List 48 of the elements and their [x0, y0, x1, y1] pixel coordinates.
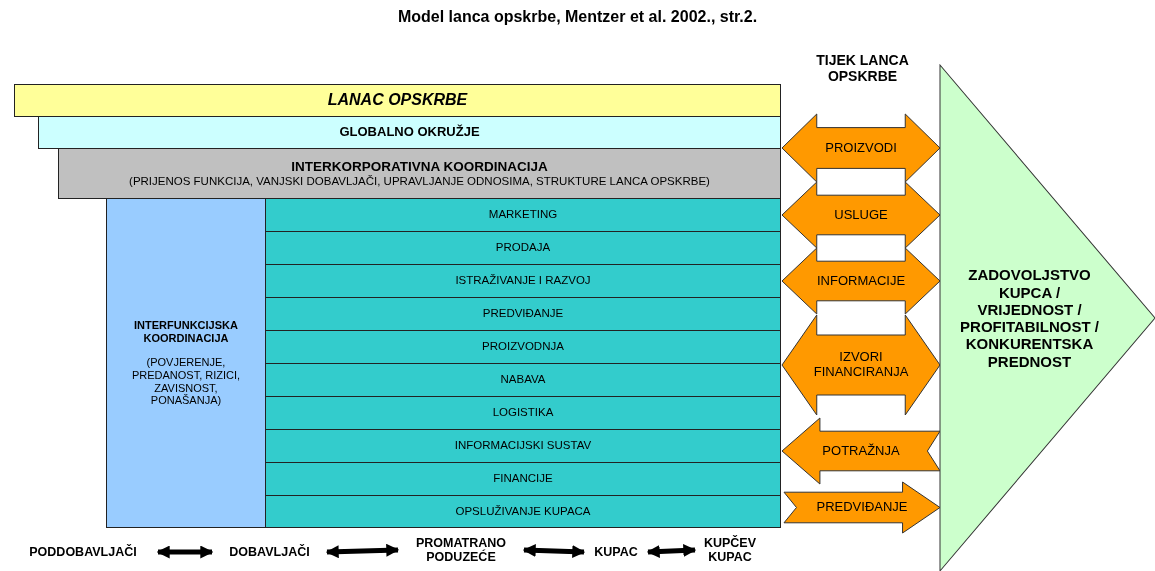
flow-label: PROIZVODI [825, 140, 897, 156]
heading-text: ISTRAŽIVANJE I RAZVOJ [455, 274, 591, 288]
flow-label: USLUGE [834, 207, 888, 223]
heading-text: LANAC OPSKRBE [327, 91, 468, 110]
layer-bar [14, 84, 781, 117]
body-text: (POVJERENJE, PREDANOST, RIZICI, ZAVISNOST, PONAŠANJA) [130, 356, 242, 407]
flow-label: PREDVIĐANJE [816, 500, 908, 515]
participant-label: PROMATRANO PODUZEĆE [414, 535, 507, 565]
diagram-title: Model lanca opskrbe, Mentzer et al. 2002., str.2. [396, 8, 759, 26]
heading-text: FINANCIJE [493, 472, 553, 486]
goal-text: ZADOVOLJSTVO KUPCA / VRIJEDNOST / PROFITABILNOST / KONKURENTSKA PREDNOST [959, 266, 1100, 370]
heading-text: INTERFUNKCIJSKA KOORDINACIJA [133, 319, 239, 345]
participant-label: DOBAVLJAČI [229, 544, 310, 560]
body-text: (PRIJENOS FUNKCIJA, VANJSKI DOBAVLJAČI, UPRAVLJANJE ODNOSIMA, STRUKTURE LANCA OPSKRBE) [129, 174, 710, 188]
heading-text: MARKETING [488, 208, 558, 222]
heading-text: PROIZVODNJA [482, 340, 564, 354]
function-row [265, 396, 781, 430]
function-row [265, 330, 781, 364]
heading-text: INTERKORPORATIVNA KOORDINACIJA [291, 159, 548, 175]
flow-label: POTRAŽNJA [822, 443, 900, 459]
function-row [265, 297, 781, 331]
participant-label: KUPČEV KUPAC [702, 535, 758, 565]
heading-text: OPSLUŽIVANJE KUPACA [455, 504, 591, 519]
heading-text: INFORMACIJSKI SUSTAV [454, 439, 592, 453]
double-arrow [156, 545, 214, 559]
heading-text: PREDVIĐANJE [482, 307, 564, 321]
function-row [265, 462, 781, 496]
double-arrow [522, 543, 586, 559]
layer-bar [38, 116, 781, 149]
column-heading: TIJEK LANCA OPSKRBE [815, 52, 910, 85]
function-row [265, 231, 781, 265]
heading-text: LOGISTIKA [492, 406, 554, 420]
flow-label: IZVORI FINANCIRANJA [812, 350, 910, 380]
function-row [265, 495, 781, 528]
function-row [265, 264, 781, 298]
double-arrow [325, 543, 400, 559]
participant-label: PODDOBAVLJAČI [29, 544, 137, 560]
double-arrow [646, 544, 697, 558]
heading-text: GLOBALNO OKRUŽJE [339, 125, 480, 140]
heading-text: NABAVA [500, 373, 546, 387]
heading-text: PRODAJA [495, 241, 551, 255]
function-row [265, 198, 781, 232]
flow-label: INFORMACIJE [816, 273, 906, 289]
layer-bar [58, 148, 781, 199]
function-row [265, 429, 781, 463]
coordination-panel [106, 198, 266, 528]
participant-label: KUPAC [594, 544, 638, 560]
function-row [265, 363, 781, 397]
